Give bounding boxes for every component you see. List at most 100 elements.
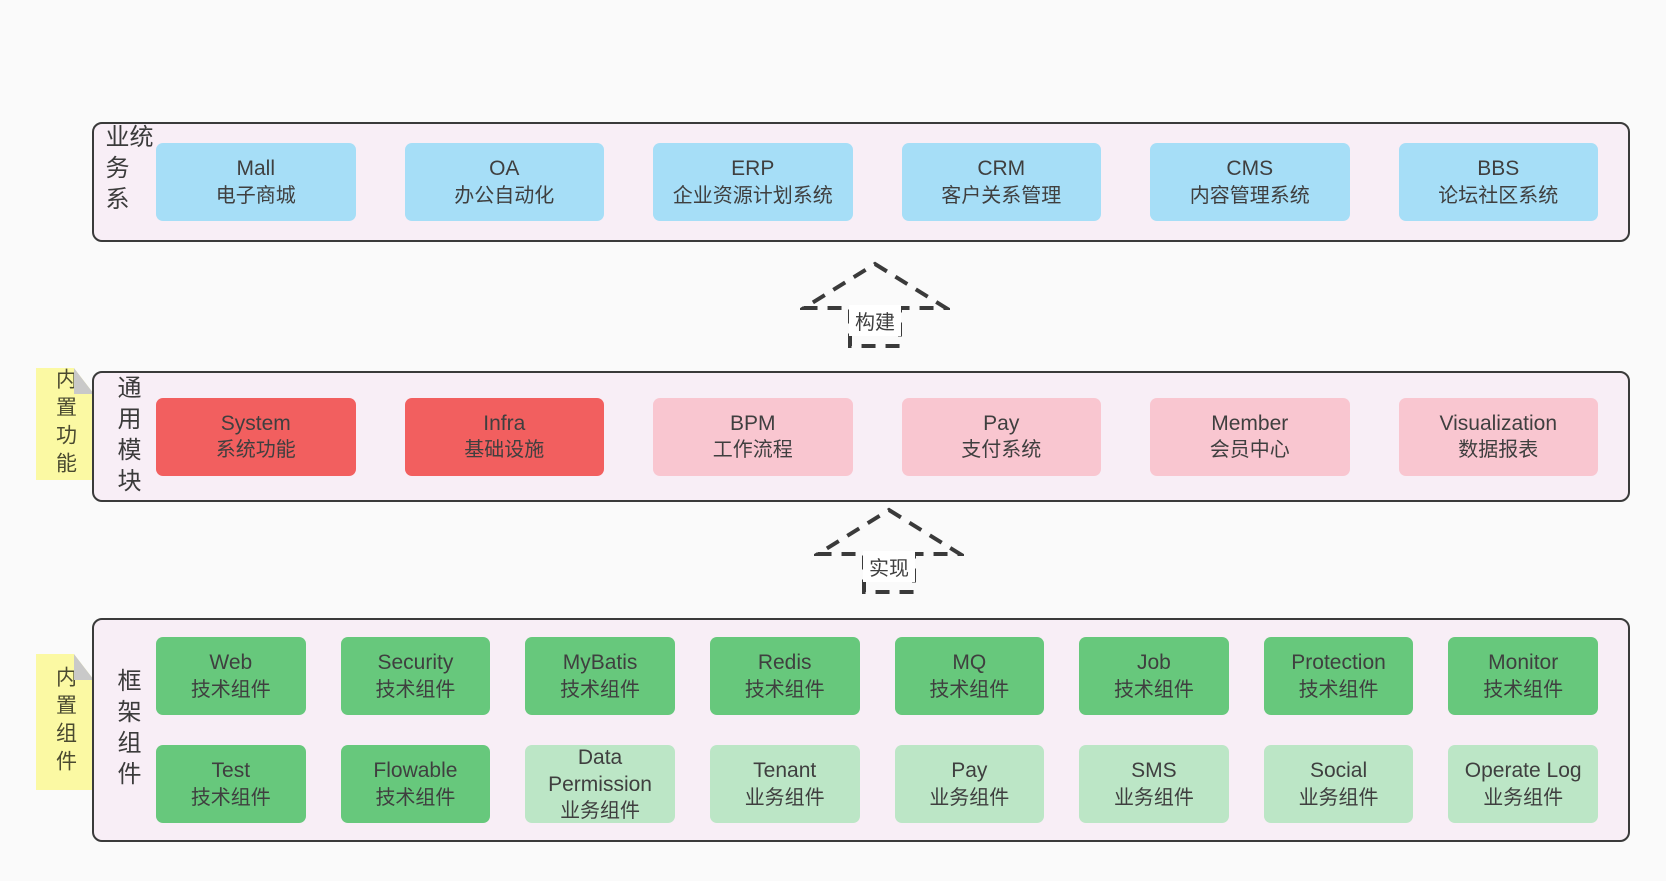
box-cms: CMS 内容管理系统 bbox=[1150, 143, 1350, 221]
box-subtitle: 工作流程 bbox=[712, 439, 793, 462]
box-subtitle: 支付系统 bbox=[961, 439, 1042, 462]
box-subtitle: 技术组件 bbox=[375, 678, 456, 701]
box-system: System 系统功能 bbox=[156, 397, 356, 476]
box-title: MQ bbox=[952, 651, 987, 675]
box-member: Member 会员中心 bbox=[1150, 397, 1350, 476]
box-title: Pay bbox=[951, 759, 988, 783]
section-business-systems: 业务系统 Mall 电子商城 OA 办公自动化 ERP 企业资源计划系统 CRM… bbox=[92, 122, 1630, 242]
box-title: Monitor bbox=[1488, 651, 1559, 675]
box-title: Test bbox=[211, 759, 251, 783]
box-title: ERP bbox=[731, 157, 775, 181]
box-title: BBS bbox=[1477, 157, 1520, 181]
box-title: Pay bbox=[983, 411, 1020, 435]
box-subtitle: 技术组件 bbox=[190, 786, 271, 809]
box-title: Operate Log bbox=[1464, 759, 1582, 783]
box-redis: Redis 技术组件 bbox=[709, 637, 860, 715]
tab-built-in-components: 内置组件 bbox=[36, 654, 94, 790]
box-visualization: Visualization 数据报表 bbox=[1398, 397, 1598, 476]
box-title: Flowable bbox=[373, 759, 458, 783]
section-label-text: 业务系统 bbox=[101, 124, 152, 217]
box-subtitle: 技术组件 bbox=[375, 786, 456, 809]
box-oa: OA 办公自动化 bbox=[404, 143, 604, 221]
box-data-permission: Data Permission 业务组件 bbox=[525, 745, 675, 823]
box-subtitle: 办公自动化 bbox=[454, 184, 555, 207]
box-subtitle: 客户关系管理 bbox=[941, 184, 1062, 207]
box-subtitle: 内容管理系统 bbox=[1189, 184, 1310, 207]
box-subtitle: 技术组件 bbox=[1298, 678, 1379, 701]
section-label-business-systems: 业务系统 bbox=[100, 124, 152, 240]
common-modules-row: System 系统功能 Infra 基础设施 BPM 工作流程 Pay 支付系统… bbox=[156, 373, 1628, 500]
box-mall: Mall 电子商城 bbox=[156, 143, 356, 221]
box-title: Security bbox=[377, 651, 454, 675]
box-title: Protection bbox=[1291, 651, 1386, 675]
box-subtitle: 数据报表 bbox=[1458, 439, 1539, 462]
section-label-framework-components: 框架组件 bbox=[100, 620, 152, 840]
box-operate-log: Operate Log 业务组件 bbox=[1448, 745, 1598, 823]
box-test: Test 技术组件 bbox=[156, 745, 306, 823]
box-subtitle: 业务组件 bbox=[929, 786, 1010, 809]
box-title: SMS bbox=[1131, 759, 1177, 783]
box-title: Infra bbox=[483, 411, 526, 435]
box-title: Redis bbox=[757, 651, 812, 675]
box-title: Visualization bbox=[1439, 411, 1558, 435]
section-framework-components: 框架组件 Web 技术组件 Security 技术组件 MyBatis 技术组件… bbox=[92, 618, 1630, 842]
box-subtitle: 系统功能 bbox=[215, 439, 296, 462]
box-web: Web 技术组件 bbox=[156, 637, 306, 715]
box-subtitle: 技术组件 bbox=[1483, 678, 1564, 701]
box-protection: Protection 技术组件 bbox=[1263, 637, 1414, 715]
box-crm: CRM 客户关系管理 bbox=[901, 143, 1101, 221]
box-pay: Pay 支付系统 bbox=[901, 397, 1101, 476]
folded-corner-icon bbox=[74, 368, 94, 394]
arrow-implement: 实现 bbox=[814, 507, 964, 595]
box-subtitle: 技术组件 bbox=[1113, 678, 1194, 701]
box-mq: MQ 技术组件 bbox=[894, 637, 1045, 715]
box-bpm: BPM 工作流程 bbox=[653, 397, 853, 476]
box-sms: SMS 业务组件 bbox=[1079, 745, 1229, 823]
box-monitor: Monitor 技术组件 bbox=[1448, 637, 1598, 715]
tab-built-in-functions: 内置功能 bbox=[36, 368, 94, 480]
box-title: Job bbox=[1137, 651, 1171, 675]
box-title: CMS bbox=[1226, 157, 1274, 181]
box-title: CRM bbox=[977, 157, 1026, 181]
framework-components-row-2: Test 技术组件 Flowable 技术组件 Data Permission … bbox=[156, 745, 1598, 823]
box-subtitle: 论坛社区系统 bbox=[1438, 184, 1559, 207]
box-subtitle: 电子商城 bbox=[215, 184, 296, 207]
box-subtitle: 技术组件 bbox=[190, 678, 271, 701]
box-flowable: Flowable 技术组件 bbox=[340, 745, 491, 823]
arrow-build-label: 构建 bbox=[849, 305, 901, 336]
box-subtitle: 业务组件 bbox=[744, 786, 825, 809]
box-title: Social bbox=[1309, 759, 1368, 783]
box-title: Web bbox=[209, 651, 253, 675]
box-security: Security 技术组件 bbox=[340, 637, 491, 715]
box-subtitle: 业务组件 bbox=[1483, 786, 1564, 809]
box-subtitle: 业务组件 bbox=[1113, 786, 1194, 809]
folded-corner-icon bbox=[74, 654, 94, 680]
business-systems-row: Mall 电子商城 OA 办公自动化 ERP 企业资源计划系统 CRM 客户关系… bbox=[156, 124, 1628, 240]
box-title: System bbox=[220, 411, 291, 435]
box-subtitle: 技术组件 bbox=[744, 678, 825, 701]
box-subtitle: 技术组件 bbox=[560, 678, 641, 701]
section-label-text: 框架组件 bbox=[113, 668, 140, 792]
box-pay-component: Pay 业务组件 bbox=[894, 745, 1045, 823]
box-title: OA bbox=[489, 157, 520, 181]
box-subtitle: 基础设施 bbox=[464, 439, 545, 462]
box-title: Data Permission bbox=[548, 745, 652, 796]
box-mybatis: MyBatis 技术组件 bbox=[525, 637, 675, 715]
tab-text: 内置功能 bbox=[53, 368, 77, 480]
box-social: Social 业务组件 bbox=[1263, 745, 1414, 823]
box-job: Job 技术组件 bbox=[1079, 637, 1229, 715]
box-title: MyBatis bbox=[562, 651, 638, 675]
box-title: Mall bbox=[236, 157, 275, 181]
box-subtitle: 业务组件 bbox=[560, 800, 641, 823]
box-tenant: Tenant 业务组件 bbox=[709, 745, 860, 823]
arrow-build: 构建 bbox=[800, 261, 950, 349]
section-common-modules: 通用模块 System 系统功能 Infra 基础设施 BPM 工作流程 Pay… bbox=[92, 371, 1630, 502]
box-subtitle: 业务组件 bbox=[1298, 786, 1379, 809]
tab-text: 内置组件 bbox=[53, 666, 77, 778]
framework-components-row-1: Web 技术组件 Security 技术组件 MyBatis 技术组件 Redi… bbox=[156, 637, 1598, 715]
arrow-implement-label: 实现 bbox=[863, 551, 915, 582]
box-title: Member bbox=[1211, 411, 1289, 435]
section-label-common-modules: 通用模块 bbox=[100, 373, 152, 500]
box-title: Tenant bbox=[753, 759, 817, 783]
